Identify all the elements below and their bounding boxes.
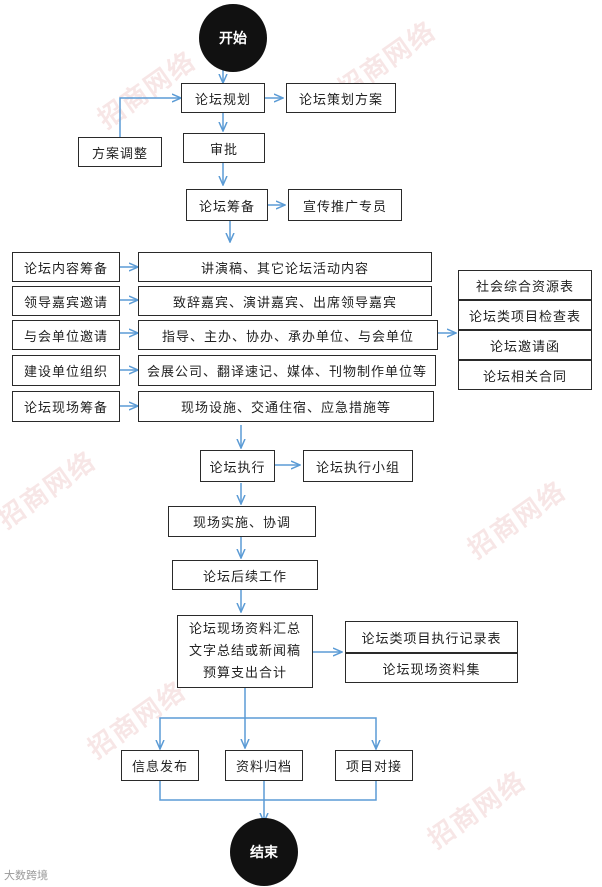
plan-doc-box: 论坛策划方案 (286, 83, 396, 113)
task-detail: 指导、主办、协办、承办单位、与会单位 (138, 320, 438, 350)
record-item: 论坛类项目执行记录表 (345, 621, 518, 653)
task-detail: 讲演稿、其它论坛活动内容 (138, 252, 432, 282)
summary-line: 文字总结或新闻稿 (188, 643, 301, 659)
summary-box: 论坛现场资料汇总 文字总结或新闻稿 预算支出合计 (177, 615, 313, 688)
onsite-box: 现场实施、协调 (168, 506, 316, 537)
task-detail: 现场设施、交通住宿、应急措施等 (138, 391, 434, 422)
task-label: 领导嘉宾邀请 (12, 286, 120, 316)
footer-watermark: 大数跨境 (4, 869, 48, 882)
execute-box: 论坛执行 (200, 450, 275, 482)
promo-box: 宣传推广专员 (288, 189, 402, 221)
task-label: 论坛现场筹备 (12, 391, 120, 422)
prepare-box: 论坛筹备 (186, 189, 268, 221)
adjust-box: 方案调整 (78, 137, 162, 167)
task-detail: 会展公司、翻译速记、媒体、刊物制作单位等 (138, 355, 436, 386)
output-box: 项目对接 (335, 750, 413, 781)
start-node: 开始 (199, 4, 267, 72)
output-box: 资料归档 (225, 750, 303, 781)
resource-item: 论坛邀请函 (458, 330, 592, 360)
task-label: 建设单位组织 (12, 355, 120, 386)
summary-line: 论坛现场资料汇总 (188, 621, 301, 637)
output-box: 信息发布 (121, 750, 199, 781)
record-item: 论坛现场资料集 (345, 653, 518, 683)
task-label: 与会单位邀请 (12, 320, 120, 350)
end-node: 结束 (230, 818, 298, 886)
summary-line: 预算支出合计 (202, 665, 287, 681)
exec-team-box: 论坛执行小组 (303, 450, 413, 482)
task-detail: 致辞嘉宾、演讲嘉宾、出席领导嘉宾 (138, 286, 432, 316)
task-label: 论坛内容筹备 (12, 252, 120, 282)
resource-item: 论坛类项目检查表 (458, 300, 592, 330)
approve-box: 审批 (183, 133, 265, 163)
resource-item: 社会综合资源表 (458, 270, 592, 300)
resource-item: 论坛相关合同 (458, 360, 592, 390)
planning-box: 论坛规划 (181, 83, 265, 113)
followup-box: 论坛后续工作 (172, 560, 318, 590)
